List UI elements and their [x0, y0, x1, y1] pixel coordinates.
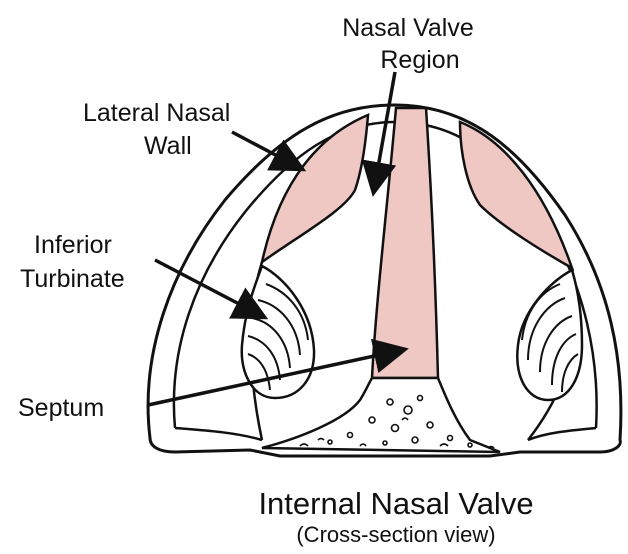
- label-lateral-nasal-wall-line1: Lateral Nasal: [83, 99, 230, 127]
- caption-title: Internal Nasal Valve: [258, 486, 533, 521]
- label-inferior-turbinate-line1: Inferior: [34, 231, 112, 259]
- label-inferior-turbinate-line2: Turbinate: [20, 265, 125, 293]
- caption-subtitle: (Cross-section view): [296, 522, 495, 547]
- label-nasal-valve-region-line1: Nasal Valve: [342, 14, 474, 42]
- label-lateral-nasal-wall-line2: Wall: [144, 132, 192, 160]
- label-septum: Septum: [18, 394, 104, 422]
- label-nasal-valve-region-line2: Region: [380, 46, 459, 74]
